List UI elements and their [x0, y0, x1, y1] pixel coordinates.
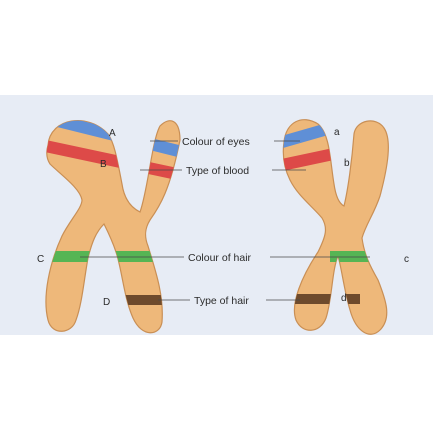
allele-right-eyes: a	[334, 127, 340, 138]
band-hair-type-left	[100, 295, 180, 305]
band-hair-colour-right	[330, 251, 389, 262]
allele-left-hair-type: D	[103, 297, 110, 308]
trait-label-hair-colour: Colour of hair	[188, 252, 252, 264]
allele-left-blood: B	[100, 159, 107, 170]
allele-right-blood: b	[344, 158, 350, 169]
chromosome-right-body	[282, 119, 389, 335]
allele-left-hair-colour: C	[37, 254, 44, 265]
allele-right-hair-colour: c	[404, 254, 409, 265]
trait-label-hair-type: Type of hair	[194, 295, 249, 307]
allele-left-eyes: A	[109, 128, 116, 139]
trait-label-eyes: Colour of eyes	[182, 136, 250, 148]
trait-label-blood: Type of blood	[186, 165, 249, 177]
allele-right-hair-type: d	[341, 293, 347, 304]
chromosome-left-body	[45, 119, 181, 334]
band-hair-type-right	[283, 294, 360, 304]
